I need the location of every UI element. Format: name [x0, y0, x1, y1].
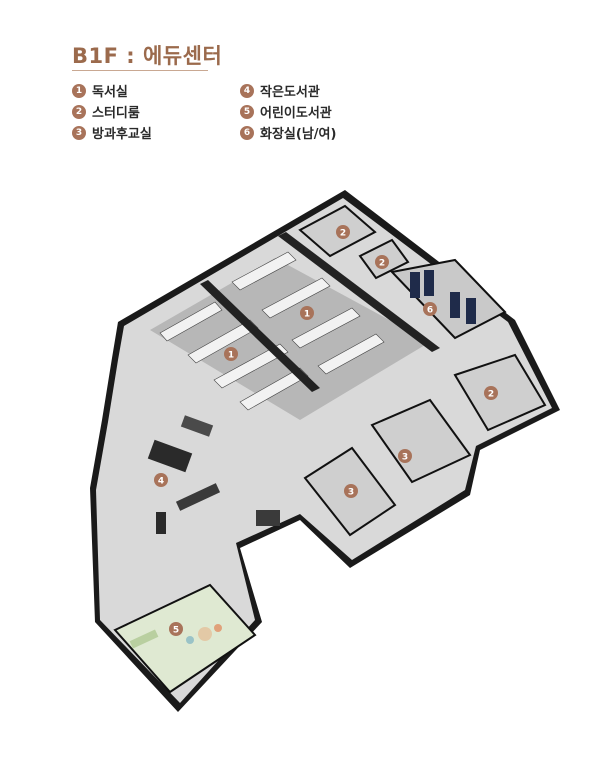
legend-number-badge: 4	[240, 83, 254, 98]
legend-label: 독서실	[92, 85, 128, 100]
legend-item-small-library: 4 작은도서관	[240, 81, 320, 100]
legend-item-kids-library: 5 어린이도서관	[240, 102, 332, 121]
legend-label: 스터디룸	[92, 106, 140, 121]
marker-number: 6	[427, 306, 433, 316]
kids-furniture	[129, 624, 222, 649]
library-furniture	[147, 415, 280, 534]
room-marker-study-1: 2	[336, 225, 350, 239]
room-marker-afterschool-2: 3	[344, 484, 358, 498]
marker-number: 2	[488, 390, 494, 400]
reading-desks	[159, 251, 385, 411]
title-divider	[72, 70, 208, 71]
legend-number-badge: 3	[72, 125, 86, 140]
restroom-zone	[390, 258, 507, 340]
marker-number: 1	[228, 351, 234, 361]
room-marker-kids-library: 5	[169, 622, 183, 636]
legend-item-restroom: 6 화장실(남/여)	[240, 123, 336, 142]
legend-number-badge: 5	[240, 104, 254, 119]
room-marker-restroom: 6	[423, 302, 437, 316]
legend-item-afterschool-room: 3 방과후교실	[72, 123, 152, 142]
marker-number: 1	[304, 310, 310, 320]
legend-label: 방과후교실	[92, 127, 152, 142]
marker-number: 3	[348, 488, 354, 498]
legend-item-reading-room: 1 독서실	[72, 81, 128, 100]
marker-number: 5	[173, 626, 179, 636]
marker-number: 2	[379, 259, 385, 269]
legend-number-badge: 6	[240, 125, 254, 140]
corridor-wall	[200, 280, 320, 392]
marker-number: 2	[340, 229, 346, 239]
restroom-stalls	[410, 270, 476, 324]
legend-item-study-room: 2 스터디룸	[72, 102, 140, 121]
room-marker-study-3: 2	[484, 386, 498, 400]
room-marker-small-library: 4	[154, 473, 168, 487]
legend-number-badge: 1	[72, 83, 86, 98]
legend-label: 화장실(남/여)	[260, 127, 337, 142]
corridor-wall	[278, 232, 440, 352]
legend-number-badge: 2	[72, 104, 86, 119]
marker-number: 3	[402, 453, 408, 463]
room-marker-afterschool-1: 3	[398, 449, 412, 463]
room-marker-study-2: 2	[375, 255, 389, 269]
kids-library-zone	[113, 583, 257, 694]
study-room-right	[453, 353, 547, 432]
legend-label: 어린이도서관	[260, 106, 332, 121]
room-marker-reading-2: 1	[224, 347, 238, 361]
marker-number: 4	[158, 477, 164, 487]
page-title: B1F : 에듀센터	[72, 44, 223, 68]
legend-label: 작은도서관	[260, 85, 320, 100]
afterschool-room-a	[370, 398, 472, 484]
room-marker-reading-1: 1	[300, 306, 314, 320]
